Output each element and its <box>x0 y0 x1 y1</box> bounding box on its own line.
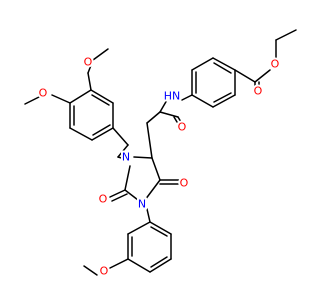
atom-o-methoxy-bottom: O <box>100 265 109 278</box>
dimethoxyphenyl-ring <box>69 89 114 141</box>
atom-o-amide: O <box>178 121 187 134</box>
atom-o-methoxy-left: O <box>39 87 48 100</box>
molecule-structure: O O O O HN O N N O O O <box>24 29 297 280</box>
imidazolidinedione-ring <box>109 156 181 202</box>
ethyl-linker <box>112 127 129 160</box>
acetamide-chain <box>146 99 182 159</box>
molecule-structure-canvas: O O O O HN O N N O O O <box>24 29 297 280</box>
atom-nh-amide: HN <box>164 90 181 103</box>
atom-o-c2: O <box>99 193 108 206</box>
atom-o-c4: O <box>180 177 189 190</box>
ethyl-ester <box>234 29 297 87</box>
atom-n3-ring: N <box>138 198 146 211</box>
atom-o-methoxy-top: O <box>84 56 93 69</box>
benzoate-ring <box>181 57 236 108</box>
methoxyphenyl-ring <box>83 208 172 276</box>
atom-o-ester-ether: O <box>271 58 280 71</box>
atom-o-ester-carbonyl: O <box>254 85 263 98</box>
methoxy-bonds-top <box>24 48 109 105</box>
atom-n1-ring: N <box>122 151 130 164</box>
